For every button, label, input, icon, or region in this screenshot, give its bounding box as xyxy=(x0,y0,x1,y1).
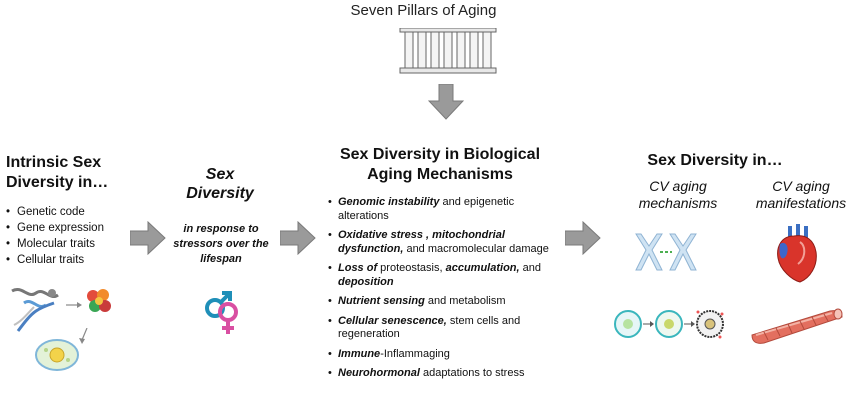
right-arrow-icon xyxy=(280,221,316,255)
list-item: Nutrient sensing and metabolism xyxy=(328,295,558,309)
down-arrow-small-icon xyxy=(79,328,88,344)
stressors-subtitle: in response to stressors over the lifesp… xyxy=(173,223,269,265)
list-item: Oxidative stress , mitochondrial dysfunc… xyxy=(328,229,558,256)
right-arrow-small-icon xyxy=(66,302,82,308)
cv-aging-manifestations-label: CV aging manifestations xyxy=(755,178,847,211)
heart-icon xyxy=(777,224,817,283)
list-item: Loss of proteostasis, accumulation, and … xyxy=(328,262,558,289)
dna-icon xyxy=(11,288,59,332)
sex-diversity-heading: Sex Diversity xyxy=(186,166,254,202)
list-item: Genomic instability and epigenetic alter… xyxy=(328,196,558,223)
list-item: Molecular traits xyxy=(6,236,156,252)
pillars-icon xyxy=(399,28,497,74)
diagram-title: Seven Pillars of Aging xyxy=(350,2,497,19)
list-item: Immune-Inflammaging xyxy=(328,348,558,362)
right-arrow-icon xyxy=(130,221,166,255)
intrinsic-traits-list: Genetic code Gene expression Molecular t… xyxy=(6,204,156,268)
list-item: Cellular traits xyxy=(6,252,156,268)
protein-icon xyxy=(87,289,111,312)
blood-vessel-icon xyxy=(751,308,843,344)
cell-icon xyxy=(35,339,79,371)
right-arrow-icon xyxy=(565,221,601,255)
list-item: Cellular senescence, stem cells and rege… xyxy=(328,315,558,342)
cv-sex-diversity-heading: Sex Diversity in… xyxy=(647,152,783,169)
intrinsic-sex-diversity-heading: Intrinsic Sex Diversity in… xyxy=(6,154,109,191)
aging-mechanisms-list: Genomic instability and epigenetic alter… xyxy=(328,196,558,387)
sex-symbols-icon xyxy=(205,291,238,334)
list-item: Neurohormonal adaptations to stress xyxy=(328,367,558,381)
cv-aging-mechanisms-label: CV aging mechanisms xyxy=(638,178,718,211)
biological-aging-mechanisms-heading: Sex Diversity in Biological Aging Mechan… xyxy=(339,146,541,183)
down-arrow-icon xyxy=(428,84,464,120)
list-item: Genetic code xyxy=(6,204,156,220)
list-item: Gene expression xyxy=(6,220,156,236)
cell-senescence-icon xyxy=(614,310,724,339)
chromosome-icon xyxy=(635,233,697,271)
